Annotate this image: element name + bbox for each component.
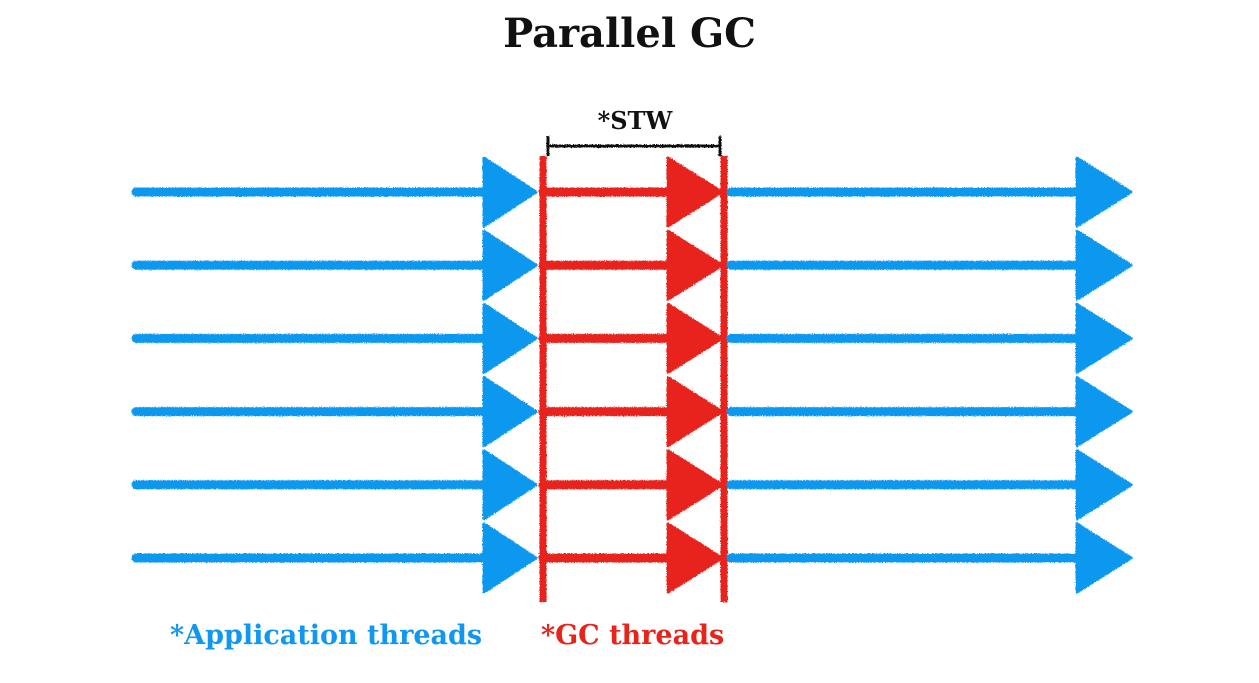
- thread-arrows: [131, 156, 1133, 594]
- app-thread-before-gc-arrowhead: [482, 156, 538, 228]
- app-thread-before-gc-arrowhead: [482, 522, 538, 594]
- app-thread-after-gc-arrowhead: [1075, 229, 1133, 301]
- gc-thread-arrowhead: [666, 376, 724, 448]
- legend-gc-threads: *GC threads: [541, 620, 725, 651]
- app-thread-before-gc-arrowhead: [482, 302, 538, 374]
- gc-thread-arrowhead: [666, 156, 724, 228]
- stw-bracket: [546, 136, 722, 156]
- legend-application-threads: *Application threads: [170, 620, 483, 651]
- gc-thread-arrowhead: [666, 229, 724, 301]
- gc-thread-arrowhead: [666, 302, 724, 374]
- stw-label: *STW: [597, 106, 673, 135]
- diagram-title: Parallel GC: [503, 10, 756, 57]
- app-thread-after-gc-arrowhead: [1075, 449, 1133, 521]
- gc-thread-arrowhead: [666, 449, 724, 521]
- gc-thread-arrowhead: [666, 522, 724, 594]
- app-thread-after-gc-arrowhead: [1075, 522, 1133, 594]
- app-thread-before-gc-arrowhead: [482, 449, 538, 521]
- app-thread-before-gc-arrowhead: [482, 229, 538, 301]
- app-thread-after-gc-arrowhead: [1075, 302, 1133, 374]
- app-thread-before-gc-arrowhead: [482, 376, 538, 448]
- app-thread-after-gc-arrowhead: [1075, 156, 1133, 228]
- gc-boundary-lines: [539, 156, 728, 602]
- app-thread-after-gc-arrowhead: [1075, 376, 1133, 448]
